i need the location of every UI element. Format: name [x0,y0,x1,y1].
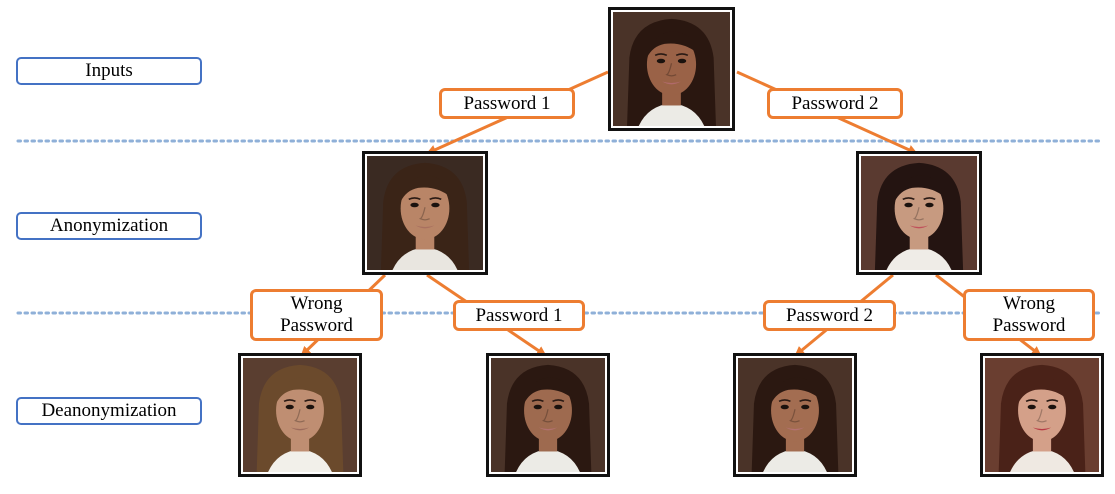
face-portrait [861,156,977,270]
stage-label-anonymization: Anonymization [16,212,202,240]
face-portrait [985,358,1099,472]
face-portrait [738,358,852,472]
face-portrait [367,156,483,270]
face-portrait [613,12,730,126]
input-face-image [608,7,735,131]
deanonymized-face-image-wrong-2 [980,353,1104,477]
password-label-right-wrong: Wrong Password [963,289,1095,341]
password-label-left-correct: Password 1 [453,300,585,331]
password-label-right-correct: Password 2 [763,300,896,331]
deanonymized-face-image-correct-2 [733,353,857,477]
password-label-top-right: Password 2 [767,88,903,119]
deanonymized-face-image-correct-1 [486,353,610,477]
password-label-top-left: Password 1 [439,88,575,119]
anonymized-face-image-1 [362,151,488,275]
anonymized-face-image-2 [856,151,982,275]
deanonymized-face-image-wrong-1 [238,353,362,477]
stage-label-deanonymization: Deanonymization [16,397,202,425]
face-portrait [243,358,357,472]
face-portrait [491,358,605,472]
stage-label-inputs: Inputs [16,57,202,85]
password-label-left-wrong: Wrong Password [250,289,383,341]
